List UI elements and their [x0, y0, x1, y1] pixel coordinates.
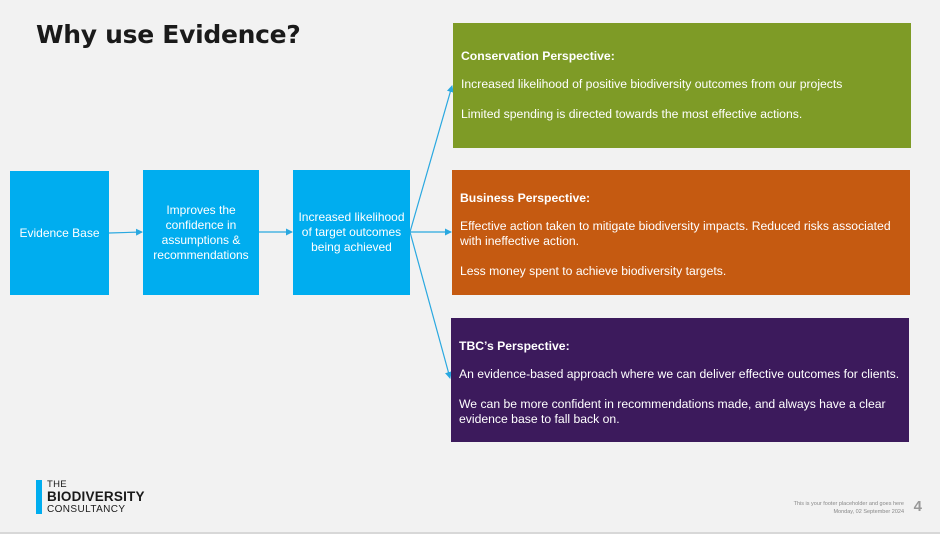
panel-tbc-heading: TBC’s Perspective: [459, 339, 570, 353]
panel-conservation: Conservation Perspective: Increased like… [453, 23, 911, 148]
arrow-to-tbc [409, 231, 452, 379]
arrow-evidence-to-confidence [108, 228, 143, 236]
panel-conservation-line-2: Limited spending is directed towards the… [461, 107, 803, 121]
panel-business-line-1: Effective action taken to mitigate biodi… [460, 219, 891, 248]
panel-business-heading: Business Perspective: [460, 191, 591, 205]
logo-bar [36, 480, 42, 514]
footer-placeholder: This is your footer placeholder and goes… [793, 501, 904, 507]
panel-business-line-2: Less money spent to achieve biodiversity… [460, 264, 727, 278]
page-number: 4 [913, 498, 922, 515]
slide-title: Why use Evidence? [36, 20, 301, 49]
logo-line-3: CONSULTANCY [47, 504, 126, 515]
flow-box-confidence: Improves the confidence in assumptions &… [143, 170, 259, 295]
logo-line-1: THE [47, 479, 67, 490]
panel-conservation-line-1: Increased likelihood of positive biodive… [461, 77, 843, 91]
panel-business: Business Perspective: Effective action t… [452, 170, 910, 295]
panel-tbc-line-1: An evidence-based approach where we can … [459, 367, 900, 381]
panel-tbc-line-2: We can be more confident in recommendati… [459, 397, 886, 426]
arrow-to-conservation [409, 85, 454, 233]
footer-date: Monday, 02 September 2024 [833, 509, 904, 515]
bottom-divider [0, 532, 940, 534]
flow-box-evidence-base: Evidence Base [10, 171, 109, 295]
flow-box-outcomes: Increased likelihood of target outcomes … [293, 170, 410, 295]
panel-tbc: TBC’s Perspective: An evidence-based app… [451, 318, 909, 442]
footer: This is your footer placeholder and goes… [794, 500, 904, 516]
panel-conservation-heading: Conservation Perspective: [461, 49, 615, 63]
logo-line-2: BIODIVERSITY [47, 489, 145, 504]
